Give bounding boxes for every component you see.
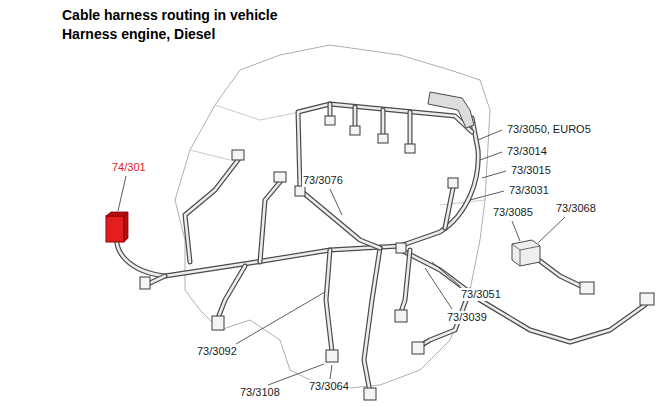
- connector: [140, 277, 150, 289]
- connector: [448, 178, 458, 188]
- connector: [580, 282, 594, 294]
- leader-line: [432, 262, 460, 286]
- wire-fill: [300, 190, 380, 248]
- connectors: [106, 92, 654, 400]
- wire-fill: [218, 266, 245, 318]
- wire-outline: [150, 276, 165, 283]
- callout-number: 73/3085: [492, 206, 534, 219]
- wire-fill: [364, 248, 380, 392]
- main-connector: [428, 92, 474, 128]
- connector: [274, 172, 286, 182]
- leader-lines: [118, 130, 565, 385]
- leader-line: [118, 176, 126, 211]
- wire-outline: [300, 190, 380, 248]
- wire-fill: [401, 250, 410, 312]
- connector: [350, 126, 360, 135]
- leader-line: [478, 130, 502, 140]
- wire-outline: [326, 250, 332, 352]
- connector: [405, 144, 415, 153]
- callout-number: 73/3076: [302, 174, 344, 187]
- connector: [640, 293, 654, 305]
- callout-number: 73/3092: [196, 345, 238, 358]
- wire-fill: [298, 104, 472, 190]
- wire-outline: [218, 266, 245, 318]
- connector: [412, 342, 424, 354]
- wire-fill: [260, 182, 280, 262]
- connector: [295, 186, 305, 196]
- connector: [326, 350, 338, 362]
- wire-fill: [445, 188, 453, 228]
- callout-number: 73/3031: [508, 184, 550, 197]
- leader-line: [480, 152, 502, 160]
- red-connector-face: [106, 212, 128, 242]
- engine-detail-line: [190, 105, 485, 205]
- wire-fill: [326, 250, 332, 352]
- wire-outline: [364, 248, 380, 392]
- wire-outline: [330, 104, 410, 146]
- connector: [325, 116, 335, 125]
- callout-number: 73/3051: [460, 288, 502, 301]
- wire-outline: [445, 188, 453, 228]
- leader-line: [236, 292, 325, 344]
- leader-line: [482, 171, 506, 178]
- leader-line: [330, 365, 332, 379]
- callout-number: 73/3108: [239, 386, 281, 399]
- wire-outline: [260, 182, 280, 262]
- callout-number: 73/3050, EURO5: [506, 123, 592, 136]
- engine-outline: [175, 45, 490, 390]
- callout-number: 73/3014: [506, 145, 548, 158]
- connector: [396, 243, 406, 253]
- connector: [395, 310, 407, 322]
- leader-line: [512, 221, 520, 241]
- control-box-edge: [512, 244, 540, 266]
- callout-number: 74/301: [111, 161, 147, 174]
- callout-number: 73/3015: [510, 164, 552, 177]
- callout-number: 73/3068: [555, 202, 597, 215]
- connector: [212, 316, 224, 330]
- wire-fill: [185, 160, 238, 262]
- wire-fill: [150, 276, 165, 283]
- callout-number: 73/3064: [308, 380, 350, 393]
- connector: [378, 134, 388, 143]
- red-connector: [106, 216, 124, 242]
- wire-outline: [185, 160, 238, 262]
- connector: [364, 388, 376, 400]
- control-box: [512, 240, 540, 266]
- wire-outline: [536, 258, 585, 288]
- leader-line: [425, 268, 452, 309]
- leader-line: [470, 191, 504, 200]
- wire-fill: [330, 104, 410, 146]
- diagram-title: Cable harness routing in vehicle Harness…: [62, 6, 324, 44]
- harness-wires: [117, 104, 645, 392]
- connector: [232, 150, 244, 160]
- callout-number: 73/3039: [446, 311, 488, 324]
- wire-outline: [401, 250, 410, 312]
- wire-outline: [298, 104, 472, 190]
- wire-fill: [536, 258, 585, 288]
- leader-line: [538, 217, 565, 243]
- leader-line: [330, 189, 342, 215]
